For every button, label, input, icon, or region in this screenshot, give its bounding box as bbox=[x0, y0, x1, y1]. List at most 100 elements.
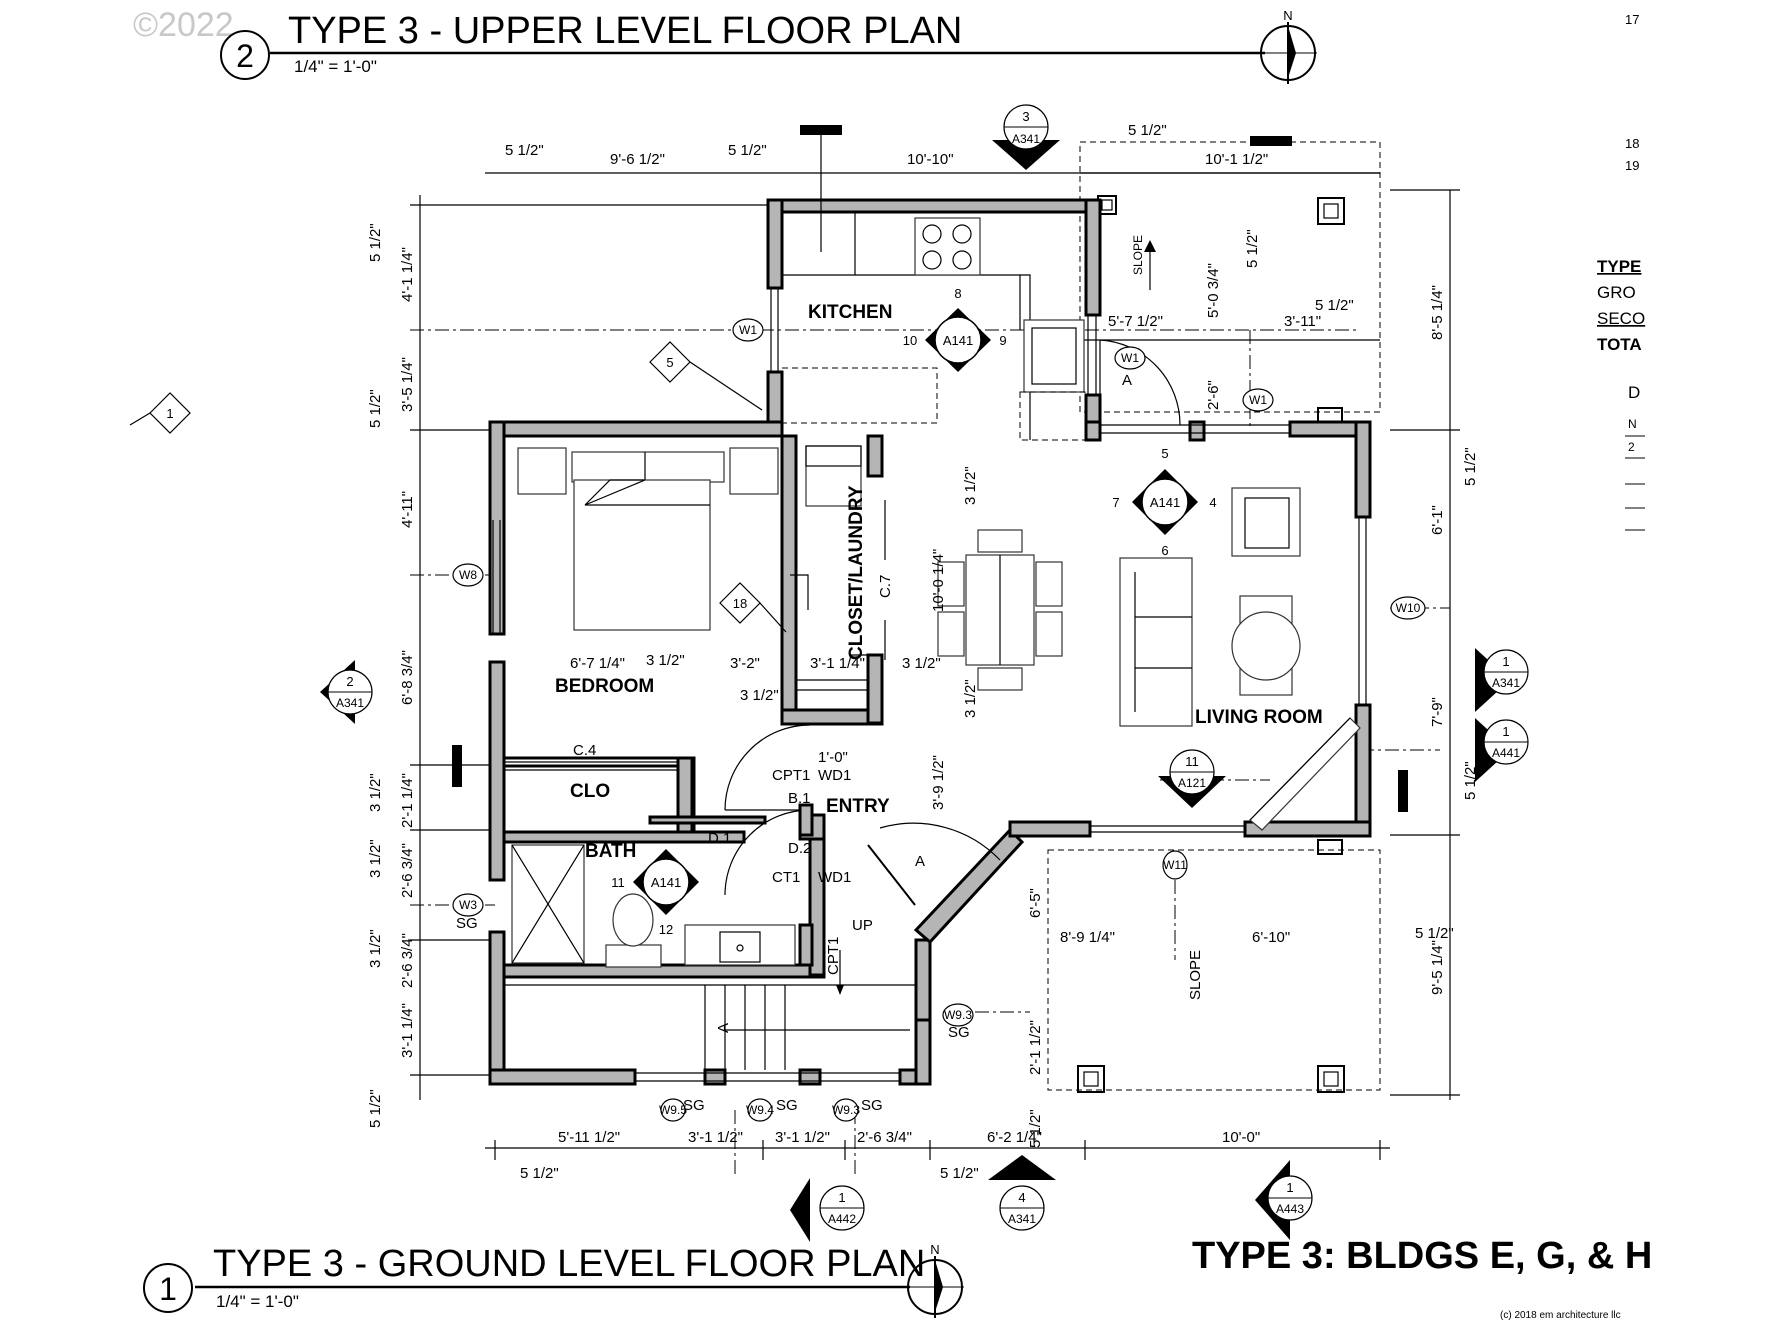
door-table-head: D bbox=[1628, 383, 1640, 402]
svg-text:A141: A141 bbox=[651, 875, 681, 890]
note-b1: B.1 bbox=[788, 790, 811, 807]
note-sg: SG bbox=[776, 1097, 798, 1114]
svg-text:3 1/2": 3 1/2" bbox=[962, 679, 979, 718]
area-table-row: TOTA bbox=[1597, 335, 1642, 354]
window-tags: W1 W1 W1 W8 W3 W10 W11 W9.3 W9.5 W9.4 W9… bbox=[452, 318, 1426, 1122]
section-marker-1-a442: 1 A442 bbox=[790, 1178, 865, 1242]
svg-text:3 1/2": 3 1/2" bbox=[902, 655, 941, 672]
svg-text:5 1/2": 5 1/2" bbox=[1462, 761, 1479, 800]
svg-text:5: 5 bbox=[666, 355, 673, 370]
svg-text:9'-5 1/4": 9'-5 1/4" bbox=[1429, 940, 1446, 995]
section-marker-3-a341: 3 A341 bbox=[992, 104, 1060, 170]
svg-text:W3: W3 bbox=[459, 898, 477, 912]
ground-plan-title: TYPE 3 - GROUND LEVEL FLOOR PLAN bbox=[213, 1243, 925, 1285]
clo-closet bbox=[504, 756, 694, 834]
section-marker-1-a441: 1 A441 bbox=[1475, 718, 1529, 782]
svg-text:3'-1 1/4": 3'-1 1/4" bbox=[399, 1003, 416, 1058]
svg-text:A441: A441 bbox=[1492, 746, 1520, 760]
svg-text:A442: A442 bbox=[828, 1212, 856, 1226]
note-sg: SG bbox=[861, 1097, 883, 1114]
dimension-text: 5 1/2" 9'-6 1/2" 5 1/2" 10'-10" 5 1/2" 1… bbox=[367, 122, 1479, 1182]
svg-text:A341: A341 bbox=[1012, 132, 1040, 146]
svg-text:W9.4: W9.4 bbox=[746, 1103, 774, 1117]
svg-text:5'-7 1/2": 5'-7 1/2" bbox=[1108, 313, 1163, 330]
upper-plan-title: TYPE 3 - UPPER LEVEL FLOOR PLAN bbox=[288, 10, 962, 52]
upper-plan-number-circle bbox=[220, 30, 270, 80]
side-number: 17 bbox=[1625, 12, 1639, 27]
svg-text:6'-5": 6'-5" bbox=[1027, 888, 1044, 918]
svg-text:A121: A121 bbox=[1178, 776, 1206, 790]
elevation-marker-bath: A141 11 12 bbox=[611, 849, 699, 937]
svg-text:5 1/2": 5 1/2" bbox=[1415, 925, 1454, 942]
north-label: N bbox=[930, 1242, 939, 1257]
upper-deck-outline bbox=[1079, 141, 1381, 413]
svg-text:5'-11 1/2": 5'-11 1/2" bbox=[558, 1129, 620, 1146]
window-openings bbox=[492, 288, 1367, 1082]
note-cpt1: CPT1 bbox=[825, 937, 842, 975]
section-marker-1-a443: 1 A443 bbox=[1255, 1160, 1313, 1240]
svg-text:5 1/2": 5 1/2" bbox=[367, 223, 384, 262]
svg-text:W10: W10 bbox=[1396, 601, 1421, 615]
svg-text:A341: A341 bbox=[336, 696, 364, 710]
svg-text:3 1/2": 3 1/2" bbox=[367, 929, 384, 968]
watermark: ©2022 bbox=[133, 6, 234, 44]
svg-text:5 1/2": 5 1/2" bbox=[1315, 297, 1354, 314]
svg-text:3'-9 1/2": 3'-9 1/2" bbox=[930, 755, 947, 810]
svg-text:A141: A141 bbox=[943, 333, 973, 348]
bedroom-furniture bbox=[517, 447, 779, 631]
note-wd1: WD1 bbox=[818, 869, 851, 886]
room-label-living-room: LIVING ROOM bbox=[1195, 707, 1323, 728]
svg-text:3 1/2": 3 1/2" bbox=[367, 839, 384, 878]
walls bbox=[488, 198, 1372, 1086]
svg-text:5 1/2": 5 1/2" bbox=[367, 1089, 384, 1128]
svg-text:1: 1 bbox=[1286, 1180, 1293, 1195]
section-marker-11-a121: 11 A121 bbox=[1158, 749, 1226, 808]
room-label-kitchen: KITCHEN bbox=[808, 302, 892, 323]
svg-text:3'-2": 3'-2" bbox=[730, 655, 760, 672]
svg-text:9: 9 bbox=[999, 333, 1006, 348]
svg-text:6'-2 1/4": 6'-2 1/4" bbox=[987, 1129, 1042, 1146]
svg-text:5 1/2": 5 1/2" bbox=[1244, 229, 1261, 268]
note-slope: SLOPE bbox=[1187, 950, 1204, 1000]
svg-text:5 1/2": 5 1/2" bbox=[940, 1165, 979, 1182]
door-table-cell: 2 bbox=[1628, 440, 1635, 454]
side-number: 18 bbox=[1625, 136, 1639, 151]
svg-text:10'-0": 10'-0" bbox=[1222, 1129, 1260, 1146]
stairs bbox=[504, 950, 916, 1070]
svg-text:W9.5: W9.5 bbox=[659, 1103, 687, 1117]
svg-text:2'-1 1/2": 2'-1 1/2" bbox=[1027, 1020, 1044, 1075]
side-number: 19 bbox=[1625, 158, 1639, 173]
svg-text:2'-6": 2'-6" bbox=[1205, 380, 1222, 410]
svg-text:5: 5 bbox=[1161, 446, 1168, 461]
svg-text:5 1/2": 5 1/2" bbox=[1027, 1109, 1044, 1148]
section-mark bbox=[1250, 136, 1292, 146]
svg-text:6: 6 bbox=[1161, 543, 1168, 558]
section-marker-2-a341: 2 A341 bbox=[320, 660, 373, 724]
upper-plan-number: 2 bbox=[236, 38, 254, 74]
svg-text:3'-11": 3'-11" bbox=[1284, 313, 1321, 330]
note-a: A bbox=[715, 1023, 732, 1033]
svg-text:11: 11 bbox=[611, 875, 625, 890]
svg-text:W1: W1 bbox=[1121, 351, 1139, 365]
area-table-row: GRO bbox=[1597, 283, 1636, 302]
room-label-clo: CLO bbox=[570, 781, 610, 802]
svg-text:18: 18 bbox=[733, 596, 747, 611]
svg-text:1: 1 bbox=[838, 1190, 845, 1205]
svg-text:1: 1 bbox=[166, 406, 173, 421]
ground-plan-scale: 1/4" = 1'-0" bbox=[216, 1292, 299, 1311]
svg-text:8'-5 1/4": 8'-5 1/4" bbox=[1429, 285, 1446, 340]
svg-text:11: 11 bbox=[1185, 754, 1199, 769]
svg-text:8: 8 bbox=[954, 286, 961, 301]
svg-text:3 1/2": 3 1/2" bbox=[962, 466, 979, 505]
svg-text:5 1/2": 5 1/2" bbox=[367, 389, 384, 428]
svg-text:3'-1 1/4": 3'-1 1/4" bbox=[810, 655, 865, 672]
svg-text:A341: A341 bbox=[1492, 676, 1520, 690]
note-ct1: CT1 bbox=[772, 869, 800, 886]
svg-text:2'-6 3/4": 2'-6 3/4" bbox=[399, 843, 416, 898]
note-c4: C.4 bbox=[573, 742, 596, 759]
building-title: TYPE 3: BLDGS E, G, & H bbox=[1192, 1235, 1652, 1277]
svg-text:10'-0 1/4": 10'-0 1/4" bbox=[930, 549, 947, 612]
laundry-fixtures bbox=[796, 445, 886, 691]
north-arrow-icon bbox=[906, 1256, 964, 1318]
doors bbox=[648, 339, 1181, 906]
